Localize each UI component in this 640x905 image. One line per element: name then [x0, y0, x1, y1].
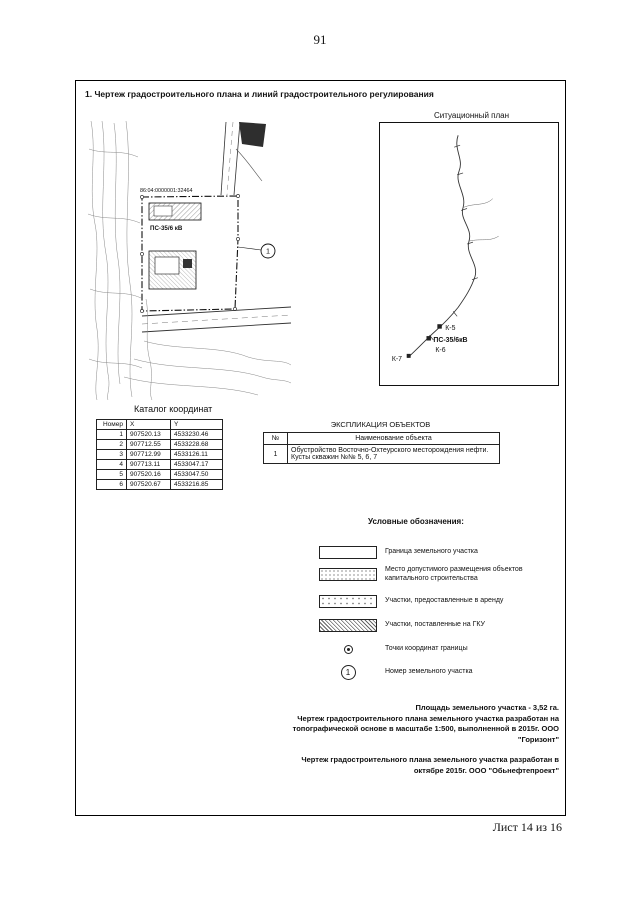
drainage-line	[235, 148, 263, 182]
cadastral-number-label: 86:04:0000001:32464	[140, 188, 192, 194]
route-label-k7: К-7	[392, 356, 402, 363]
plot-number-text: 1	[266, 247, 270, 256]
legend-item-boundary-point: Точки координат границы	[319, 645, 559, 654]
cell-x: 907520.67	[126, 479, 171, 490]
legend-item-label: Номер земельного участка	[385, 668, 473, 676]
cell-number: 2	[96, 439, 127, 450]
situational-plan-svg: К-5 ПС-35/6кВ К-6 К-7	[392, 135, 499, 363]
cell-x: 907520.16	[126, 469, 171, 480]
table-header-row: Номер X Y	[96, 419, 223, 430]
situational-plan-title: Ситуационный план	[434, 111, 510, 120]
well-pad-block	[183, 259, 192, 268]
explication-title: ЭКСПЛИКАЦИЯ ОБЪЕКТОВ	[330, 420, 431, 429]
cell-x: 907712.55	[126, 439, 171, 450]
table-row: 1 Обустройство Восточно-Охтеурского мест…	[263, 444, 500, 464]
col-header-num: №	[263, 432, 288, 445]
legend-item-label: Точки координат границы	[385, 645, 468, 653]
dark-structure	[239, 122, 266, 147]
cell-object-num: 1	[263, 444, 288, 464]
route-line	[407, 135, 499, 359]
lease-area-swatch	[319, 595, 377, 608]
boundary-swatch	[319, 546, 377, 559]
coordinates-title: Каталог координат	[134, 404, 213, 414]
substation-label: ПС-35/6 кВ	[150, 225, 183, 232]
situational-plan: К-5 ПС-35/6кВ К-6 К-7	[379, 122, 559, 386]
legend-item-plot-number: 1 Номер земельного участка	[319, 665, 559, 680]
cell-x: 907520.13	[126, 429, 171, 440]
cell-y: 4533047.50	[170, 469, 223, 480]
cell-object-name: Обустройство Восточно-Охтеурского местор…	[287, 444, 500, 464]
document-title: 1. Чертеж градостроительного плана и лин…	[85, 89, 434, 99]
legend-title: Условные обозначения:	[368, 517, 464, 526]
route-label-ps: ПС-35/6кВ	[433, 337, 467, 344]
boundary-points	[140, 194, 240, 313]
legend-item-label: Место допустимого размещения объектов ка…	[385, 566, 523, 582]
cell-number: 3	[96, 449, 127, 460]
table-header-row: № Наименование объекта	[263, 432, 500, 445]
legend-item-label: Участки, предоставленные в аренду	[385, 597, 504, 605]
cell-y: 4533126.11	[170, 449, 223, 460]
legend-symbol-cell	[319, 595, 377, 608]
road	[141, 306, 292, 333]
gku-area-swatch	[319, 619, 377, 632]
note-developer: Чертеж градостроительного плана земельно…	[301, 755, 559, 775]
legend-item-placement-area: Место допустимого размещения объектов ка…	[319, 566, 559, 584]
cell-y: 4533230.46	[170, 429, 223, 440]
substation-building	[153, 205, 173, 217]
route-points	[406, 324, 442, 358]
route-label-k6: К-6	[435, 347, 445, 354]
sheet-number: Лист 14 из 16	[492, 820, 562, 834]
plot-number-circle-icon: 1	[340, 665, 356, 680]
cell-number: 5	[96, 469, 127, 480]
site-plan-svg: 86:04:0000001:32464 ПС-35/6 кВ 1	[87, 120, 292, 401]
access-road	[220, 121, 241, 196]
plot-boundary	[141, 195, 239, 312]
route-label-k5: К-5	[445, 325, 455, 332]
col-header-number: Номер	[96, 419, 127, 430]
site-plan-drawing: 86:04:0000001:32464 ПС-35/6 кВ 1	[86, 119, 292, 401]
page-number: 91	[313, 32, 327, 47]
col-header-name: Наименование объекта	[287, 432, 500, 445]
explication-table: № Наименование объекта 1 Обустройство Во…	[263, 432, 500, 464]
cell-y: 4533047.17	[170, 459, 223, 470]
cell-number: 4	[96, 459, 127, 470]
cell-y: 4533228.68	[170, 439, 223, 450]
legend-symbol-cell	[319, 546, 377, 559]
col-header-x: X	[126, 419, 171, 430]
cell-y: 4533216.85	[170, 479, 223, 490]
legend-item-label: Граница земельного участка	[385, 548, 478, 556]
col-header-y: Y	[170, 419, 223, 430]
legend-symbol-cell	[319, 568, 377, 582]
legend-item-boundary: Граница земельного участка	[319, 546, 559, 559]
cell-number: 6	[96, 479, 127, 490]
boundary-point-icon	[343, 645, 353, 654]
legend-item-lease-area: Участки, предоставленные в аренду	[319, 595, 559, 608]
well-pad-inner	[154, 256, 180, 275]
cell-x: 907712.99	[126, 449, 171, 460]
legend-symbol-cell	[319, 619, 377, 632]
note-area: Площадь земельного участка - 3,52 га.	[415, 703, 559, 712]
legend-item-label: Участки, поставленные на ГКУ	[385, 621, 485, 629]
legend-symbol-cell	[319, 645, 377, 654]
note-basis: Чертеж градостроительного плана земельно…	[292, 713, 559, 744]
notes-block: Площадь земельного участка - 3,52 га. Че…	[281, 703, 559, 776]
cell-number: 1	[96, 429, 127, 440]
legend: Граница земельного участка Место допусти…	[319, 541, 559, 691]
legend-item-gku-area: Участки, поставленные на ГКУ	[319, 619, 559, 632]
lower-contours	[123, 298, 292, 401]
plot-number-marker	[260, 243, 276, 259]
placement-area-swatch	[319, 568, 377, 582]
terrain-contours	[87, 120, 143, 401]
document-frame: 1. Чертеж градостроительного плана и лин…	[75, 80, 566, 816]
cell-x: 907713.11	[126, 459, 171, 470]
leader-line	[237, 246, 262, 251]
legend-symbol-cell: 1	[319, 665, 377, 680]
